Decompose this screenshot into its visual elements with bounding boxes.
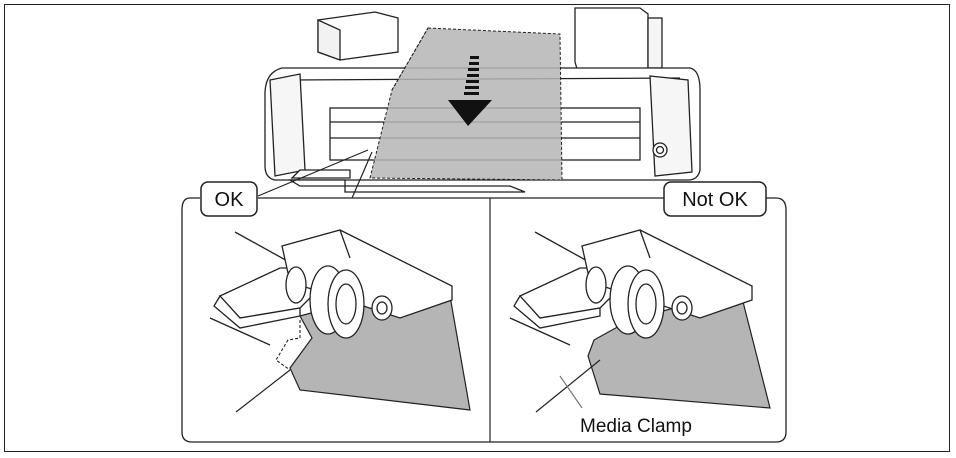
- not-ok-detail: [509, 229, 771, 413]
- not-ok-label: Not OK: [682, 189, 748, 211]
- detail-panel: [181, 197, 787, 443]
- zoom-leader-lines: [257, 149, 373, 199]
- feed-direction-arrow: [448, 56, 492, 126]
- figure-frame: [4, 4, 950, 452]
- ok-label-box: OK: [200, 181, 258, 217]
- ok-detail: [209, 229, 471, 413]
- not-ok-label-box: Not OK: [663, 181, 767, 217]
- media-clamp-label: Media Clamp: [580, 416, 692, 437]
- ok-label: OK: [215, 189, 245, 211]
- media-clamp-leader: [559, 375, 583, 409]
